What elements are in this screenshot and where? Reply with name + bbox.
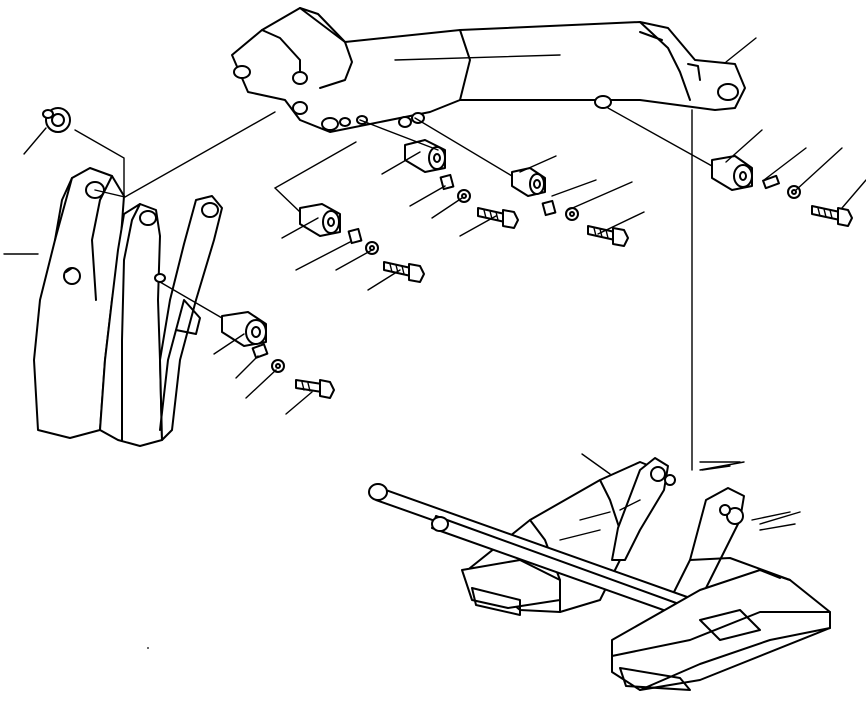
callout-leader-6 — [431, 197, 463, 219]
callout-leader-25 — [759, 511, 801, 525]
callout-leader-7 — [459, 215, 497, 237]
callout-leader-1 — [725, 37, 757, 63]
lock-key — [251, 173, 780, 359]
pin-far-right — [711, 155, 753, 191]
callout-leader-21 — [235, 355, 259, 379]
callout-leader-17 — [295, 241, 351, 271]
callout-leader-18 — [335, 249, 373, 271]
callout-leader-23 — [285, 391, 313, 415]
callout-leader-12 — [725, 129, 763, 163]
bolt — [295, 205, 853, 399]
callout-leader-10 — [567, 181, 633, 211]
callout-leader-2 — [23, 127, 47, 155]
callout-leader-14 — [795, 147, 843, 191]
pin-upper-center — [404, 139, 446, 173]
callout-leaders — [3, 37, 866, 525]
callout-leader-5 — [409, 185, 446, 207]
lower-frame-assembly — [368, 457, 831, 691]
callout-leader-9 — [551, 179, 597, 197]
pin-lower-left — [221, 311, 267, 347]
callout-leader-4 — [381, 151, 421, 175]
loader-arm-assembly — [33, 111, 276, 447]
boom-arm — [231, 7, 746, 133]
ring-washer-topleft — [42, 107, 71, 133]
callout-leader-8 — [519, 155, 557, 173]
washer — [271, 185, 801, 373]
callout-leader-16 — [281, 217, 319, 239]
pin-upper-right — [511, 167, 546, 197]
callout-leader-11 — [597, 211, 645, 235]
callout-leader-19 — [367, 269, 401, 291]
callout-leader-13 — [763, 147, 807, 181]
callout-leader-15 — [841, 179, 866, 209]
pin-left-center — [299, 203, 341, 237]
assembly-guide-lines — [159, 107, 745, 471]
ink-speck — [147, 647, 149, 649]
callout-leader-22 — [245, 369, 277, 399]
callout-leader-20 — [213, 333, 245, 355]
callout-leader-24 — [581, 453, 611, 475]
